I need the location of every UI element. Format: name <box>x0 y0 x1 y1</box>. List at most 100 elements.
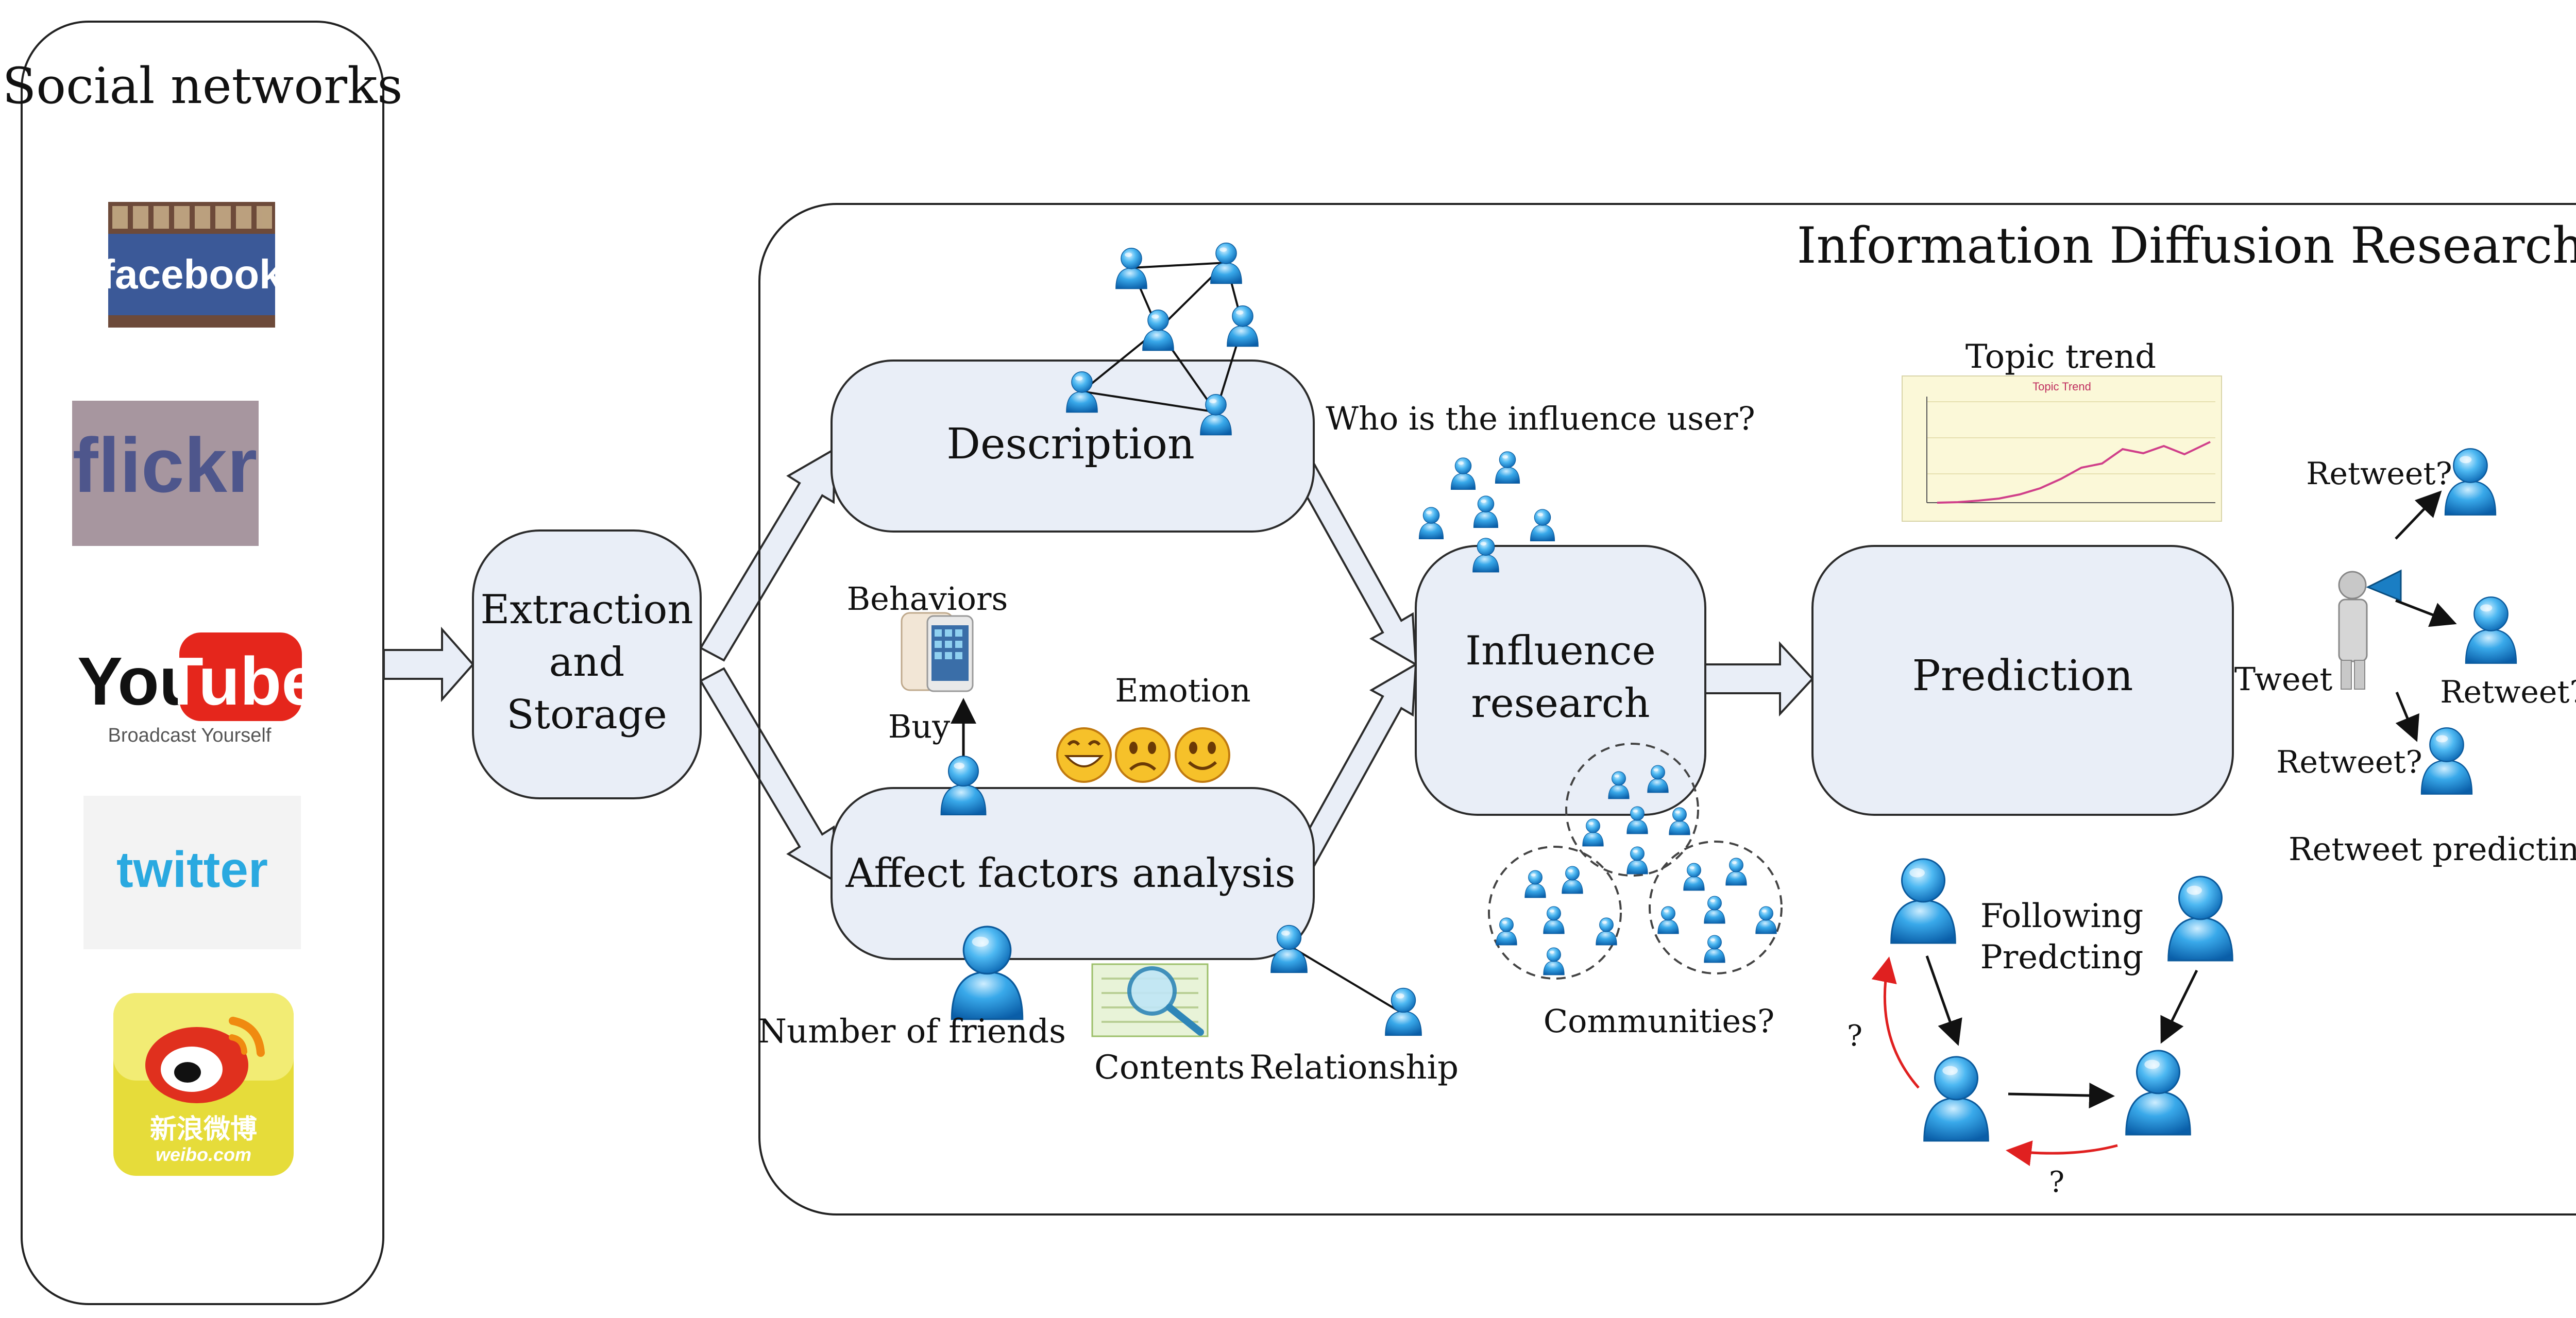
magnifier-document-icon <box>1091 963 1209 1037</box>
prediction-node <box>1811 545 2234 816</box>
community-user-icon <box>1683 863 1705 891</box>
relationship-edge <box>1288 945 1402 1014</box>
weibo-url: weibo.com <box>156 1144 251 1165</box>
twitter-wordmark: twitter <box>116 841 268 898</box>
affect-factors-icons: Number of friends Contents Relationship <box>758 925 1459 1087</box>
youtube-tagline: Broadcast Yourself <box>108 725 272 746</box>
community-user-icon <box>1626 846 1648 875</box>
influence-label-1: Influence <box>1465 628 1656 674</box>
network-user-icon <box>1115 248 1147 289</box>
twitter-logo: twitter <box>83 796 301 949</box>
retweet-label-1: Retweet? <box>2306 456 2452 492</box>
question-left: ? <box>1847 1019 1862 1053</box>
community-circle <box>1488 846 1622 980</box>
youtube-tube-text: Tube <box>162 643 319 719</box>
extraction-label-3: Storage <box>506 692 667 738</box>
arrow-influence-to-prediction <box>1704 641 1814 717</box>
topic-trend-inner-title: Topic Trend <box>2032 380 2091 393</box>
extraction-storage-node: Extraction and Storage <box>472 529 702 799</box>
following-arrow <box>1925 955 1962 1046</box>
community-user-icon <box>1755 906 1777 934</box>
retweet-predicting-label: Retweet predicting <box>2289 830 2576 868</box>
following-arrow <box>2008 1083 2115 1109</box>
following-user-icon <box>2167 876 2233 962</box>
who-influence-label: Who is the influence user? <box>1326 400 1755 437</box>
social-networks-title: Social networks <box>3 57 403 115</box>
retweet-arrow-2 <box>2395 599 2457 627</box>
community-user-icon <box>1562 866 1583 894</box>
description-node: Description <box>831 360 1315 533</box>
extraction-label-2: and <box>549 639 625 686</box>
network-user-icon <box>1142 310 1174 351</box>
description-network <box>1066 243 1259 436</box>
communities-label: Communities? <box>1544 1002 1775 1040</box>
community-user-icon <box>1657 906 1679 934</box>
facebook-logo: facebook <box>101 202 282 328</box>
smile-emoji-icon <box>1175 727 1230 783</box>
topic-trend-line <box>1937 441 2211 504</box>
predicted-follow-arrow <box>2006 1140 2118 1166</box>
prediction-label: Prediction <box>1912 652 2133 700</box>
following-arrow <box>2160 969 2198 1044</box>
community-user-icon <box>1543 906 1565 934</box>
research-frame <box>758 203 2576 1216</box>
megaphone-person-icon <box>2338 569 2402 690</box>
retweet-arrow-3 <box>2395 692 2419 742</box>
flickr-wordmark: flickr <box>73 422 258 508</box>
influence-user-icon <box>1473 495 1499 528</box>
retweet-label-2: Retweet? <box>2440 674 2576 710</box>
community-user-icon <box>1669 807 1690 835</box>
smartphone-icon <box>901 612 974 692</box>
research-title: Information Diffusion Research <box>1797 217 2576 275</box>
weibo-logo: 新浪微博 weibo.com <box>113 993 294 1176</box>
community-user-icon <box>1543 947 1565 975</box>
community-user-icon <box>1582 818 1604 847</box>
youtube-logo: You Tube Broadcast Yourself <box>75 600 319 749</box>
community-user-icon <box>1725 858 1747 886</box>
research-panel: Information Diffusion Research <box>758 203 2576 1216</box>
prediction-group: Prediction Topic trend Topic Trend Tweet <box>1811 338 2576 1199</box>
emotion-label: Emotion <box>1115 672 1250 709</box>
influence-user-icon <box>1530 509 1555 542</box>
influence-node <box>1415 545 1706 816</box>
contents-label: Contents <box>1094 1049 1245 1087</box>
predicted-follow-arrow <box>1871 956 1920 1089</box>
affect-label: Affect factors analysis <box>845 850 1295 897</box>
emotion-group: Emotion <box>1056 672 1251 783</box>
description-label: Description <box>946 420 1195 469</box>
following-label-2: Predcting <box>1980 938 2144 977</box>
sad-emoji-icon <box>1115 727 1171 783</box>
community-circle <box>1649 841 1783 974</box>
retweet-user-icon <box>2465 596 2517 664</box>
community-user-icon <box>1596 917 1617 946</box>
behaviors-label: Behaviors <box>847 580 1008 618</box>
influence-label-2: research <box>1471 680 1650 727</box>
communities-cluster <box>1488 743 1783 980</box>
influence-group: Who is the influence user? Influence res… <box>1326 400 1783 1040</box>
arrow-extraction-to-affect <box>699 667 836 883</box>
retweet-arrow-1 <box>2395 490 2442 540</box>
buy-label: Buy <box>888 708 951 745</box>
social-networks-panel: Social networks facebook flickr You Tube <box>3 21 403 1305</box>
retweet-label-3: Retweet? <box>2276 744 2422 780</box>
community-user-icon <box>1524 870 1546 898</box>
flickr-logo: flickr <box>72 401 259 546</box>
facebook-wordmark: facebook <box>101 251 282 297</box>
extraction-label-1: Extraction <box>480 587 693 633</box>
topic-trend-thumbnail: Topic Trend <box>1902 375 2222 522</box>
topic-trend-label: Topic trend <box>1965 338 2156 376</box>
community-circle <box>1565 743 1699 877</box>
relationship-label: Relationship <box>1249 1049 1459 1087</box>
network-user-icon <box>1227 305 1259 347</box>
number-of-friends-label: Number of friends <box>758 1013 1066 1051</box>
relationship-user-icon <box>1385 987 1422 1036</box>
community-user-icon <box>1496 917 1517 946</box>
question-bottom: ? <box>2049 1166 2064 1199</box>
retweet-user-icon <box>2444 448 2497 516</box>
affect-factors-node: Affect factors analysis <box>831 787 1315 960</box>
following-user-icon <box>1923 1056 1989 1142</box>
weibo-chinese-wordmark: 新浪微博 <box>150 1114 257 1145</box>
retweet-predicting-group: Tweet Retweet? Retweet? Retweet? Retweet… <box>2234 448 2576 868</box>
